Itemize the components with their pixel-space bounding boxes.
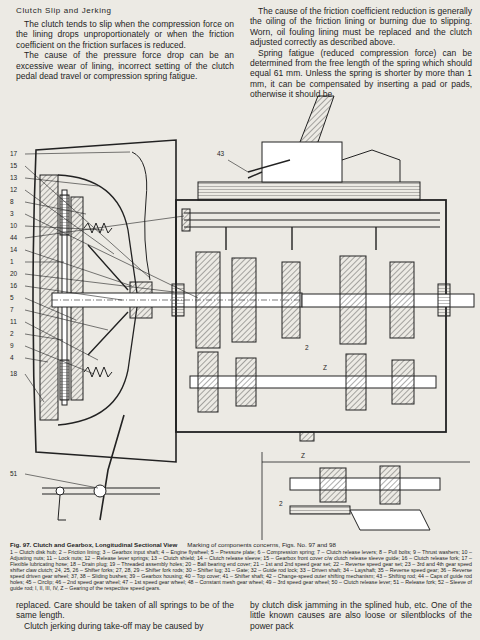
callout-number: Z — [322, 364, 328, 372]
callout-slot: 51 — [9, 470, 18, 478]
callout-slot: 2 — [304, 344, 310, 352]
callout-number: 17 — [9, 150, 18, 158]
gear — [340, 256, 366, 344]
body-text: The clutch tends to slip when the compre… — [16, 19, 234, 50]
callout-number: 1 — [9, 258, 15, 266]
text-column: by clutch disk jamming in the splined hu… — [250, 600, 472, 631]
callout-slot: 5 — [9, 294, 15, 302]
callout-slot: 9 — [9, 342, 15, 350]
callout-slot: 16 — [9, 282, 18, 290]
text-column: replaced. Care should be taken of all sp… — [16, 600, 234, 631]
callout-number: 8 — [9, 198, 15, 206]
callout-number: 12 — [9, 186, 18, 194]
callout-slot: 12 — [9, 186, 18, 194]
body-text: replaced. Care should be taken of all sp… — [16, 600, 234, 621]
body-text: Spring fatigue (reduced compression forc… — [250, 48, 472, 100]
callout-slot: Z — [322, 364, 328, 372]
callout-slot: 4 — [9, 354, 15, 362]
friction-lining — [60, 360, 69, 400]
callout-number: 51 — [9, 470, 18, 478]
callout-number: 4 — [9, 354, 15, 362]
shifting-rod — [248, 160, 290, 178]
callout-slot: 20 — [9, 270, 18, 278]
callout-number: 2 — [304, 344, 310, 352]
lubricating-hose — [132, 152, 150, 280]
text-column: The cause of the friction coefficient re… — [250, 6, 472, 100]
callout-number: 2 — [9, 330, 15, 338]
callout-number: 13 — [9, 174, 18, 182]
claw-clutch — [282, 262, 300, 338]
callout-number: 18 — [9, 370, 18, 378]
shifter-lever — [342, 150, 400, 182]
caption-block: Fig. 97. Clutch and Gearbox, Longitudina… — [10, 541, 472, 591]
callout-number: Z — [300, 452, 306, 460]
gear — [390, 262, 414, 338]
shaft — [290, 478, 440, 490]
body-text: The cause of the pressure force drop can… — [16, 50, 234, 81]
figure-caption: Fig. 97. Clutch and Gearbox, Longitudina… — [10, 541, 177, 548]
body-text: The cause of the friction coefficient re… — [250, 6, 472, 48]
callout-number: 20 — [9, 270, 18, 278]
callout-number: 14 — [9, 246, 18, 254]
release-fork — [100, 415, 124, 520]
gearbox-housing — [176, 200, 446, 432]
caption-line: Fig. 97. Clutch and Gearbox, Longitudina… — [10, 541, 472, 549]
callout-number: 15 — [9, 162, 18, 170]
callout-slot: 2 — [9, 330, 15, 338]
guide-rod-caps — [182, 209, 190, 231]
callout-number: 16 — [9, 282, 18, 290]
drain-plug — [300, 432, 314, 441]
callout-slot: 43 — [216, 150, 225, 158]
callout-slot: 18 — [9, 370, 18, 378]
callout-slot: 1 — [9, 258, 15, 266]
callout-slot: 44 — [9, 234, 18, 242]
callout-number: 43 — [216, 150, 225, 158]
callout-number: 3 — [9, 210, 15, 218]
callout-number: 9 — [9, 342, 15, 350]
shifter-shaft — [300, 96, 334, 142]
callout-slot: 17 — [9, 150, 18, 158]
callout-slot: 13 — [9, 174, 18, 182]
callout-slot: 7 — [9, 306, 15, 314]
parts-list: 1 – Clutch disk hub; 2 – Friction lining… — [10, 549, 472, 591]
callout-slot: Z — [300, 452, 306, 460]
callout-number: 44 — [9, 234, 18, 242]
compression-spring — [84, 367, 112, 377]
callout-slot: 14 — [9, 246, 18, 254]
callout-slot: 8 — [9, 198, 15, 206]
callout-number: 5 — [9, 294, 15, 302]
callout-number: 7 — [9, 306, 15, 314]
body-text: by clutch disk jamming in the splined hu… — [250, 600, 472, 631]
callout-number: 10 — [9, 222, 18, 230]
callout-number: 11 — [9, 318, 18, 326]
caption-note: Marking of components concerns, Figs. No… — [187, 541, 336, 548]
gear — [232, 258, 256, 342]
callout-slot: 10 — [9, 222, 18, 230]
gear — [196, 252, 220, 348]
text-column: Clutch Slip and JerkingThe clutch tends … — [16, 6, 234, 81]
callout-slot: 3 — [9, 210, 15, 218]
callout-slot: 11 — [9, 318, 18, 326]
callout-slot: 2 — [278, 500, 284, 508]
body-text: Clutch jerking during take-off may be ca… — [16, 621, 234, 631]
section-heading: Clutch Slip and Jerking — [16, 6, 234, 15]
top-cover — [198, 182, 420, 200]
shifting-mechanism — [262, 142, 342, 182]
callout-number: 2 — [278, 500, 284, 508]
callout-slot: 15 — [9, 162, 18, 170]
